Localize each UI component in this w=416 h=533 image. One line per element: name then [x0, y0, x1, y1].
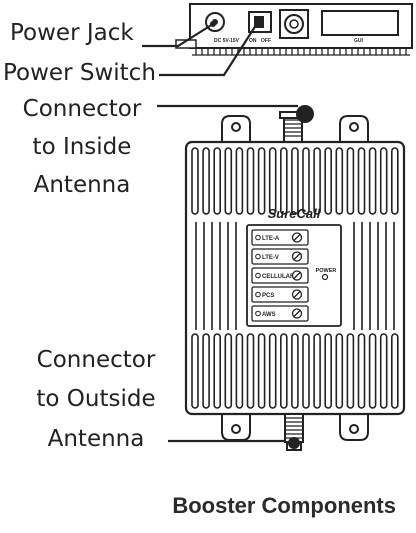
band-label: PCS	[262, 293, 274, 299]
gui-label: GUI	[354, 38, 364, 44]
switch-on-label: ON	[249, 38, 257, 44]
top-panel-fins	[192, 48, 410, 56]
power-switch-label: Power Switch	[3, 60, 156, 86]
connector-inside-line2: to Inside	[32, 134, 132, 160]
outside-connector-dot-icon	[288, 437, 300, 449]
power-jack-leader	[142, 23, 214, 48]
heat-sink-fins-bottom	[191, 333, 399, 409]
gui-port-icon	[321, 10, 399, 36]
power-led-label: POWER	[316, 268, 337, 274]
connector-inside-line3: Antenna	[33, 172, 131, 198]
figure-caption: Booster Components	[172, 493, 396, 518]
power-switch-leader	[159, 21, 259, 77]
band-label: AWS	[262, 312, 276, 318]
switch-off-label: OFF	[261, 38, 271, 44]
connector-outside-line2: to Outside	[36, 386, 156, 412]
heat-sink-fins-top	[191, 147, 399, 215]
inside-connector-dot-icon	[296, 105, 314, 123]
connector-outside-line3: Antenna	[47, 426, 145, 452]
power-jack-label: Power Jack	[10, 20, 134, 46]
connector-inside-line1: Connector	[22, 96, 142, 122]
inside-antenna-connector	[279, 105, 314, 143]
outside-antenna-connector	[284, 413, 304, 451]
band-label: CELLULAR	[262, 274, 295, 280]
top-panel: DC 5V-15V ON OFF GUI	[175, 3, 413, 56]
dc-voltage-label: DC 5V-15V	[214, 38, 240, 44]
booster-body: SureCall LTE-A LTE-V CELLULAR PCS AWS POWER	[184, 115, 406, 441]
connector-outside-line1: Connector	[36, 347, 156, 373]
brand-logo: SureCall	[268, 206, 321, 221]
band-label: LTE-A	[262, 236, 280, 242]
band-label: LTE-V	[262, 255, 279, 261]
band-rows: LTE-A LTE-V CELLULAR PCS AWS	[251, 229, 309, 322]
power-led-icon	[321, 273, 329, 281]
